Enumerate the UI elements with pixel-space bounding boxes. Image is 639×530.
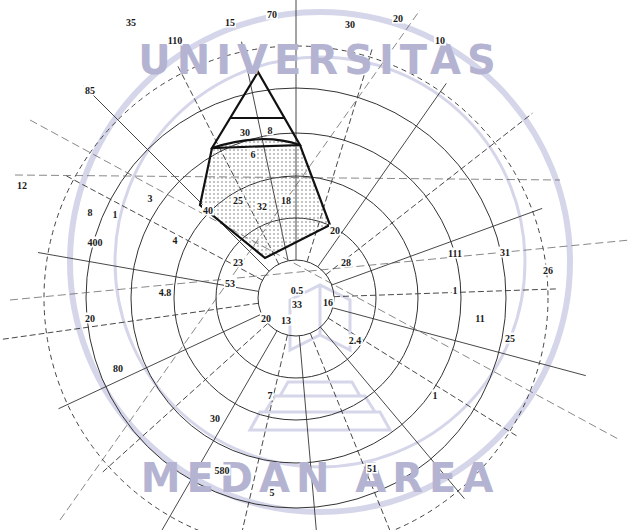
radial-line: [59, 314, 262, 409]
sector-number: 85: [84, 85, 96, 96]
radial-line: [333, 308, 586, 376]
radial-line: [38, 253, 259, 292]
chord-line: [60, 10, 420, 520]
watermark-text: UNIVERSITAS: [138, 40, 502, 80]
radial-line: [334, 289, 558, 297]
sector-number: 20: [329, 225, 341, 236]
sector-number: 30: [344, 19, 356, 30]
sector-number: 33: [291, 299, 303, 310]
radial-line: [318, 83, 446, 266]
sector-number: 30: [209, 413, 221, 424]
sector-number: 1: [452, 285, 459, 296]
sector-number: 8: [87, 207, 94, 218]
sector-number: 12: [16, 180, 28, 191]
sector-number: 15: [224, 17, 236, 28]
sector-number: 0.5: [290, 285, 305, 296]
chord-line: [30, 120, 620, 440]
sector-number: 51: [366, 463, 378, 474]
sector-number: 25: [504, 333, 516, 344]
chord-line: [10, 240, 630, 300]
sector-number: 10: [434, 35, 446, 46]
radial-line: [332, 208, 542, 285]
sector-number: 111: [447, 248, 463, 259]
sector-number: 3: [147, 193, 154, 204]
sector-number: 400: [87, 237, 104, 248]
radial-line: [237, 335, 287, 530]
sector-number: 28: [340, 257, 352, 268]
sector-number: 70: [266, 9, 278, 20]
sector-number: 580: [214, 465, 231, 476]
sector-number: 30: [239, 127, 251, 138]
radial-line: [328, 318, 518, 437]
sector-number: 11: [474, 313, 485, 324]
ring-circle: [258, 260, 334, 336]
sector-number: 110: [167, 35, 183, 46]
radial-line: [326, 113, 532, 274]
sector-number: 20: [260, 313, 272, 324]
watermark-seal: [70, 12, 570, 512]
highlight-sector: [200, 139, 330, 258]
sector-number: 40: [202, 205, 214, 216]
sector-number: 20: [84, 313, 96, 324]
sector-number: 53: [224, 278, 236, 289]
sector-number: 1: [112, 209, 119, 220]
sector-number: 31: [499, 247, 511, 258]
sector-number: 26: [542, 265, 554, 276]
sector-number: 6: [250, 149, 257, 160]
sector-number: 13: [280, 315, 292, 326]
radial-line: [101, 323, 267, 473]
sector-number: 4.8: [158, 287, 173, 298]
sector-number: 32: [256, 201, 268, 212]
sector-number: 1: [432, 390, 439, 401]
sector-number: 20: [392, 13, 404, 24]
sector-number: 8: [267, 125, 274, 136]
sector-number: 2.4: [348, 335, 363, 346]
sector-number: 16: [322, 297, 334, 308]
watermark-text: MEDAN AREA: [141, 458, 500, 498]
radial-line: [310, 333, 408, 530]
sector-number: 35: [125, 17, 137, 28]
sector-number: 7: [267, 390, 274, 401]
sector-number: 25: [232, 195, 244, 206]
radial-line: [0, 303, 258, 339]
sector-number: 23: [232, 257, 244, 268]
sector-number: 80: [112, 363, 124, 374]
sector-number: 18: [280, 195, 292, 206]
radial-line: [146, 331, 277, 530]
sector-number: 4: [172, 235, 179, 246]
radial-line: [299, 336, 319, 530]
highlight-triangle: [212, 72, 300, 148]
sector-number: 5: [269, 487, 276, 498]
